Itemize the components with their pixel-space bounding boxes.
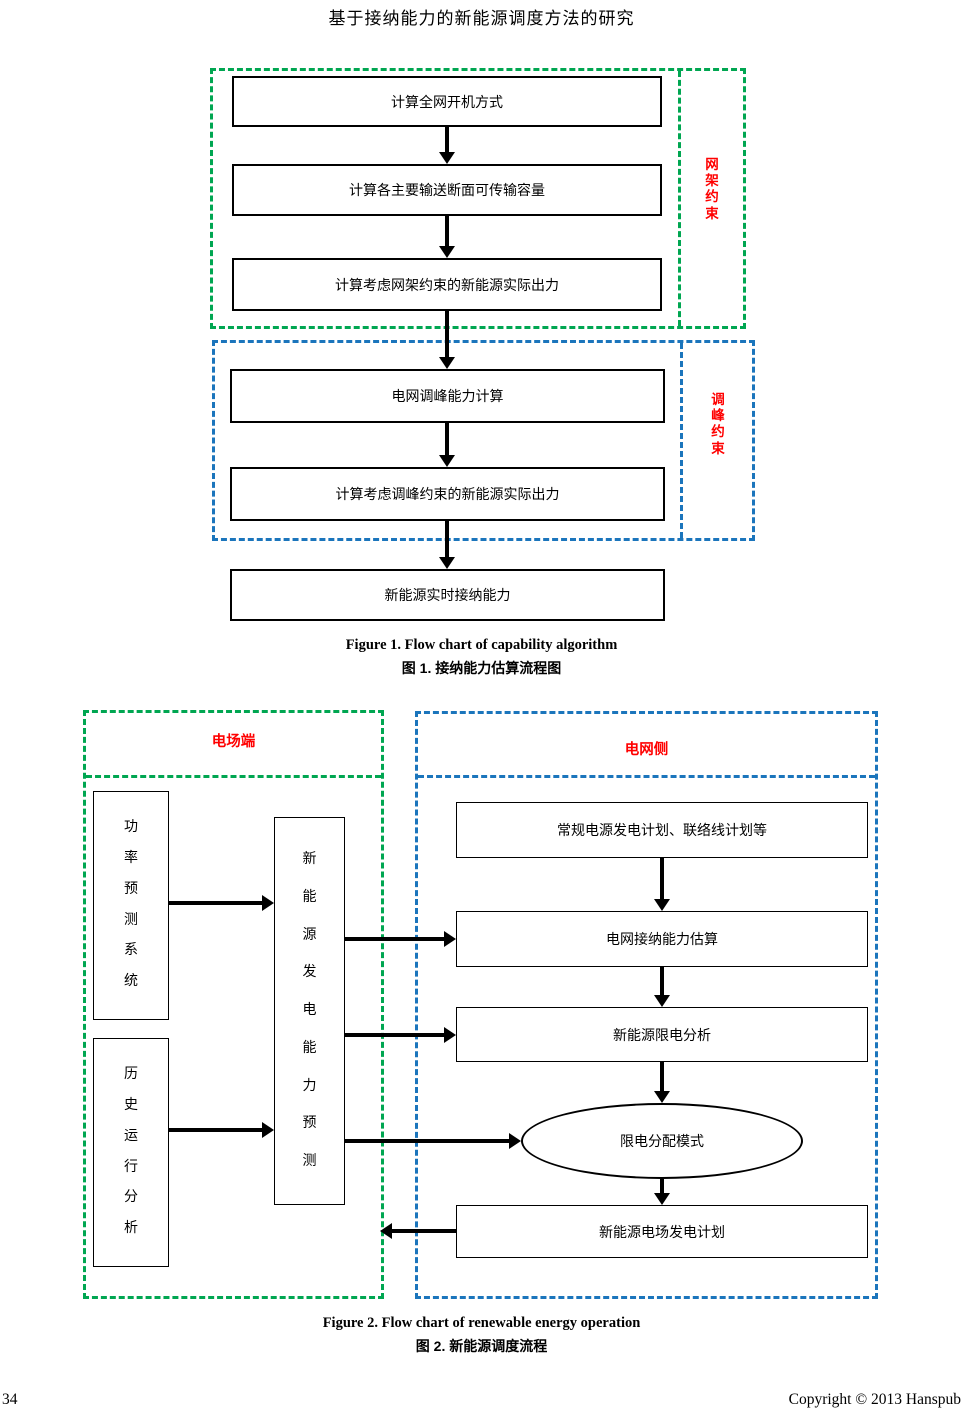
flow-arrow-right	[345, 1027, 456, 1043]
flow-box-label: 计算各主要输送断面可传输容量	[349, 184, 545, 199]
flow-box-label: 计算全网开机方式	[391, 95, 503, 111]
arrow-head	[439, 557, 455, 569]
flow-arrow-down	[439, 423, 455, 467]
figure2-grid-side-region	[415, 711, 878, 1299]
arrow-line	[169, 1128, 263, 1132]
flow-arrow-down	[439, 311, 455, 369]
flow-box-label: 计算考虑网架约束的新能源实际出力	[335, 278, 559, 294]
arrow-head	[262, 895, 274, 911]
box-label: 历史运行分析	[124, 1067, 138, 1237]
box-label: 新能源限电分析	[613, 1028, 711, 1044]
copyright-notice: Copyright © 2013 Hanspub	[788, 1391, 961, 1408]
figure1-grid-constraint-divider	[678, 71, 681, 326]
figure1-caption-en: Figure 1. Flow chart of capability algor…	[345, 637, 618, 653]
arrow-head	[654, 1091, 670, 1103]
arrow-head	[439, 357, 455, 369]
flow-box-peak-constrained-output: 计算考虑调峰约束的新能源实际出力	[230, 467, 665, 521]
arrow-line	[345, 1033, 445, 1037]
page-header-title: 基于接纳能力的新能源调度方法的研究	[328, 9, 635, 28]
ellipse-curtailment-allocation-mode: 限电分配模式	[521, 1103, 803, 1179]
flow-arrow-down	[439, 127, 455, 164]
grid-constraint-label: 网架约束	[705, 157, 719, 221]
flow-arrow-right	[345, 931, 456, 947]
figure1-peak-constraint-region	[212, 340, 755, 541]
box-label: 电网接纳能力估算	[606, 933, 718, 948]
arrow-head	[439, 455, 455, 467]
figure2-caption-zh: 图 2. 新能源调度流程	[415, 1338, 548, 1354]
peak-constraint-label: 调峰约束	[711, 392, 725, 456]
flow-arrow-left-feedback	[380, 1223, 456, 1239]
arrow-line	[445, 423, 449, 456]
arrow-head	[654, 899, 670, 911]
arrow-line	[445, 127, 449, 153]
arrow-head	[439, 246, 455, 258]
flow-arrow-down	[654, 858, 670, 911]
flow-arrow-right	[169, 895, 274, 911]
flow-box-label: 计算考虑调峰约束的新能源实际出力	[335, 488, 560, 503]
page-number: 34	[2, 1391, 18, 1408]
flow-box-label: 新能源实时接纳能力	[384, 589, 511, 604]
box-conventional-generation-plan: 常规电源发电计划、联络线计划等	[456, 802, 868, 858]
arrow-line	[445, 311, 449, 358]
arrow-line	[445, 521, 449, 558]
arrow-line	[660, 1179, 664, 1194]
flow-arrow-down	[439, 521, 455, 569]
arrow-line	[660, 1062, 664, 1092]
arrow-head	[509, 1133, 521, 1149]
flow-arrow-right	[169, 1122, 274, 1138]
flow-box-grid-constrained-output: 计算考虑网架约束的新能源实际出力	[232, 258, 662, 311]
figure2-farm-side-divider	[86, 775, 381, 778]
box-label: 新能源电场发电计划	[599, 1225, 725, 1241]
arrow-head	[654, 995, 670, 1007]
figure2-grid-side-divider	[418, 775, 875, 778]
arrow-head	[439, 152, 455, 164]
flow-arrow-down	[439, 216, 455, 258]
arrow-line	[660, 967, 664, 996]
box-curtailment-analysis: 新能源限电分析	[456, 1007, 868, 1062]
flow-arrow-down	[654, 1062, 670, 1103]
arrow-line	[660, 858, 664, 900]
arrow-line	[345, 937, 445, 941]
figure2-farm-side-region	[83, 710, 384, 1299]
flow-box-label: 电网调峰能力计算	[391, 390, 504, 405]
box-label: 常规电源发电计划、联络线计划等	[557, 824, 767, 839]
arrow-head	[380, 1223, 392, 1239]
box-grid-capability-estimation: 电网接纳能力估算	[456, 911, 868, 967]
arrow-head	[654, 1193, 670, 1205]
farm-side-label: 电场端	[211, 734, 256, 750]
arrow-line	[169, 901, 263, 905]
arrow-line	[345, 1139, 510, 1143]
arrow-head	[262, 1122, 274, 1138]
flow-box-peak-regulation-capacity: 电网调峰能力计算	[230, 369, 665, 423]
box-renewable-generation-forecast: 新能源发电能力预测	[274, 817, 345, 1205]
box-renewable-plant-generation-plan: 新能源电场发电计划	[456, 1205, 868, 1258]
flow-box-realtime-capability: 新能源实时接纳能力	[230, 569, 665, 621]
arrow-line	[445, 216, 449, 247]
box-label: 功率预测系统	[124, 820, 138, 990]
grid-side-label: 电网侧	[624, 742, 669, 758]
figure1-peak-constraint-divider	[680, 343, 683, 538]
flow-arrow-down	[654, 1179, 670, 1205]
flow-arrow-down	[654, 967, 670, 1007]
figure1-caption-zh: 图 1. 接纳能力估算流程图	[401, 660, 562, 676]
box-power-forecast-system: 功率预测系统	[93, 791, 169, 1020]
box-label: 新能源发电能力预测	[302, 851, 317, 1170]
flow-box-full-network-startup: 计算全网开机方式	[232, 76, 662, 127]
figure2-caption-en: Figure 2. Flow chart of renewable energy…	[322, 1315, 641, 1331]
flow-box-transmission-capacity: 计算各主要输送断面可传输容量	[232, 164, 662, 216]
arrow-line	[391, 1229, 456, 1233]
arrow-head	[444, 1027, 456, 1043]
box-label: 限电分配模式	[620, 1135, 704, 1150]
box-historical-operation-analysis: 历史运行分析	[93, 1038, 169, 1267]
figure1-grid-constraint-region	[210, 68, 746, 329]
flow-arrow-right	[345, 1133, 521, 1149]
arrow-head	[444, 931, 456, 947]
